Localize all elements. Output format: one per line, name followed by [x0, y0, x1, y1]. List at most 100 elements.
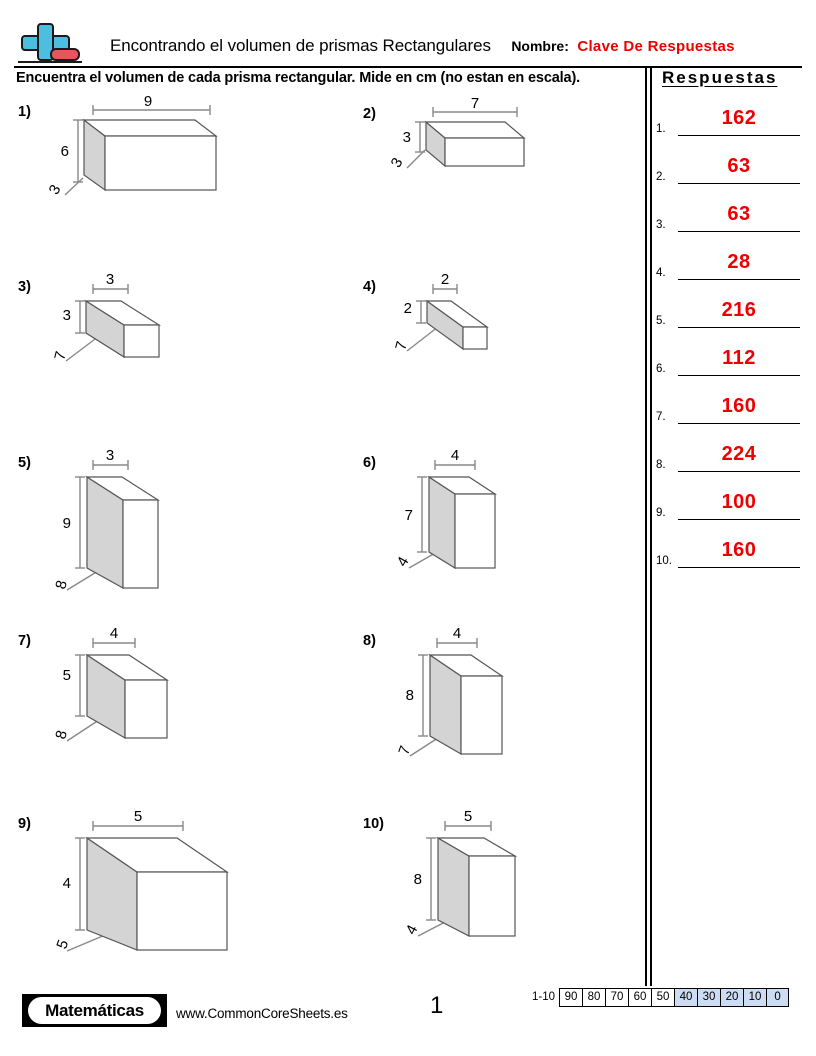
answer-row: 9. 100	[656, 476, 808, 520]
dim-height: 5	[63, 667, 71, 684]
answer-row: 10. 160	[656, 524, 808, 568]
dim-height: 3	[403, 129, 411, 146]
answer-row: 7. 160	[656, 380, 808, 424]
dim-width: 5	[134, 808, 142, 825]
vertical-divider-outer	[645, 66, 647, 986]
answer-number: 7.	[656, 411, 666, 423]
plus-center-fill	[39, 37, 52, 49]
answer-value: 216	[721, 299, 757, 321]
dim-width: 4	[453, 625, 461, 642]
page-footer: Matemáticas www.CommonCoreSheets.es 1	[0, 980, 816, 1056]
scale-cell-10: 10	[743, 988, 767, 1007]
answer-row: 1. 162	[656, 92, 808, 136]
prism-figure-1: 9 6 3	[46, 93, 228, 200]
page-title: Encontrando el volumen de prismas Rectan…	[110, 36, 491, 55]
answer-blank[interactable]: 112	[678, 341, 800, 376]
dim-width: 9	[144, 93, 152, 110]
name-label: Nombre:	[511, 38, 569, 54]
dim-depth: 4	[403, 922, 422, 937]
prism-figure-2: 7 3 3	[388, 95, 555, 195]
dim-height: 3	[63, 307, 71, 324]
answer-number: 1.	[656, 123, 666, 135]
plus-minus-icon	[16, 22, 82, 64]
dim-depth: 7	[395, 744, 414, 758]
answer-value: 224	[721, 443, 757, 465]
dim-depth: 3	[46, 182, 65, 198]
dim-height: 8	[414, 871, 422, 888]
problem-number: 8)	[363, 633, 376, 649]
scale-cell-40: 40	[674, 988, 698, 1007]
name-value: Clave De Respuestas	[577, 38, 735, 55]
answer-number: 10.	[656, 555, 672, 567]
dim-width: 3	[106, 271, 114, 288]
prism-figure-8: 4 8 7	[395, 625, 560, 758]
header-divider	[14, 66, 802, 68]
answer-number: 3.	[656, 219, 666, 231]
answer-number: 9.	[656, 507, 666, 519]
dim-width: 7	[471, 95, 479, 112]
answer-number: 4.	[656, 267, 666, 279]
answer-blank[interactable]: 160	[678, 389, 800, 424]
prism-figure-6: 4 7 4	[394, 447, 555, 575]
answer-value: 28	[727, 251, 751, 273]
dim-height: 7	[405, 507, 413, 524]
answer-blank[interactable]: 160	[678, 533, 800, 568]
prism-figure-5: 3 9 8	[52, 447, 213, 591]
prism-figure-9: 5 4 5	[53, 808, 253, 953]
problem-number: 7)	[18, 633, 31, 649]
answer-row: 3. 63	[656, 188, 808, 232]
answer-value: 63	[727, 155, 751, 177]
problem-number: 1)	[18, 104, 31, 120]
answer-blank[interactable]: 63	[678, 149, 800, 184]
answer-row: 6. 112	[656, 332, 808, 376]
answers-panel: Respuestas 1. 162 2. 63 3. 63 4. 28 5. 2…	[656, 68, 808, 568]
dim-height: 8	[406, 687, 414, 704]
prism-figure-7: 4 5 8	[52, 625, 218, 748]
dim-depth: 3	[388, 155, 407, 171]
answers-title: Respuestas	[662, 68, 778, 87]
answer-blank[interactable]: 63	[678, 197, 800, 232]
brand-text: Matemáticas	[45, 1000, 144, 1020]
answer-number: 5.	[656, 315, 666, 327]
problem-number: 2)	[363, 106, 376, 122]
grading-scale: 1-10 90 80 70 60 50 40 30 20 10 0	[532, 988, 790, 1007]
site-url: www.CommonCoreSheets.es	[176, 1006, 348, 1021]
scale-cell-80: 80	[582, 988, 606, 1007]
dim-depth: 8	[52, 579, 71, 591]
problem-number: 9)	[18, 816, 31, 832]
page-number: 1	[430, 992, 444, 1019]
page-header: Encontrando el volumen de prismas Rectan…	[0, 0, 816, 66]
problem-number: 10)	[363, 816, 384, 832]
problem-number: 4)	[363, 279, 376, 295]
vertical-divider-inner	[650, 66, 652, 986]
answer-blank[interactable]: 162	[678, 101, 800, 136]
answer-value: 63	[727, 203, 751, 225]
instructions-text: Encuentra el volumen de cada prisma rect…	[16, 70, 581, 86]
answer-number: 6.	[656, 363, 666, 375]
scale-cell-20: 20	[720, 988, 744, 1007]
scale-cell-60: 60	[628, 988, 652, 1007]
answer-value: 160	[721, 539, 757, 561]
answer-value: 162	[721, 107, 757, 129]
answer-blank[interactable]: 28	[678, 245, 800, 280]
scale-cell-30: 30	[697, 988, 721, 1007]
scale-cell-90: 90	[559, 988, 583, 1007]
scale-cell-0: 0	[766, 988, 790, 1007]
answer-number: 2.	[656, 171, 666, 183]
answer-row: 8. 224	[656, 428, 808, 472]
dim-width: 4	[451, 447, 459, 464]
problem-number: 6)	[363, 455, 376, 471]
answer-blank[interactable]: 100	[678, 485, 800, 520]
minus-bar	[50, 48, 80, 61]
problem-number: 3)	[18, 279, 31, 295]
logo-baseline	[18, 61, 82, 63]
scale-cell-50: 50	[651, 988, 675, 1007]
prism-figure-3: 3 3 7	[51, 271, 203, 370]
answer-blank[interactable]: 224	[678, 437, 800, 472]
dim-width: 3	[106, 447, 114, 464]
prism-figure-4: 2 2 7	[392, 271, 545, 365]
scale-range-label: 1-10	[532, 991, 556, 1003]
answer-value: 160	[721, 395, 757, 417]
answer-blank[interactable]: 216	[678, 293, 800, 328]
answer-value: 112	[722, 347, 756, 369]
